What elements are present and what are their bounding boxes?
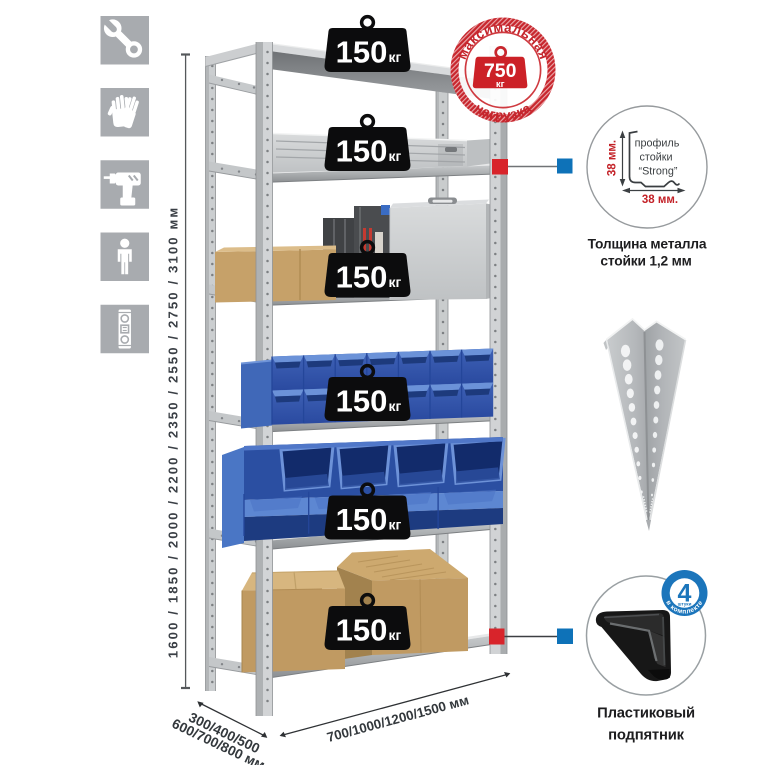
svg-text:150: 150 (336, 613, 388, 648)
svg-text:150: 150 (336, 35, 388, 70)
svg-text:4: 4 (678, 580, 692, 608)
svg-text:150: 150 (336, 134, 388, 169)
svg-text:кг: кг (389, 398, 402, 414)
svg-text:Толщина металла: Толщина металла (588, 237, 707, 252)
svg-text:1600 / 1850 / 2000 / 2200 / 23: 1600 / 1850 / 2000 / 2200 / 2350 / 2550 … (166, 206, 181, 658)
svg-text:38 мм.: 38 мм. (642, 194, 678, 206)
svg-text:профиль: профиль (635, 138, 680, 150)
svg-text:нагрузка: нагрузка (472, 100, 534, 123)
svg-text:150: 150 (336, 260, 388, 295)
svg-text:кг: кг (389, 274, 402, 290)
svg-text:кг: кг (389, 49, 402, 65)
svg-text:стойки 1,2 мм: стойки 1,2 мм (600, 254, 691, 269)
svg-text:“Strong”: “Strong” (638, 166, 677, 178)
svg-text:кг: кг (389, 517, 402, 533)
svg-text:подпятник: подпятник (608, 728, 684, 744)
svg-text:Пластиковый: Пластиковый (597, 706, 695, 722)
svg-text:кг: кг (496, 79, 505, 90)
svg-text:150: 150 (336, 384, 388, 419)
svg-text:кг: кг (389, 627, 402, 643)
svg-text:штуки: штуки (678, 602, 692, 607)
svg-text:стойки: стойки (639, 152, 672, 164)
svg-text:кг: кг (389, 148, 402, 164)
svg-text:150: 150 (336, 502, 388, 537)
svg-text:38 мм.: 38 мм. (607, 140, 619, 176)
svg-text:750: 750 (484, 60, 517, 82)
